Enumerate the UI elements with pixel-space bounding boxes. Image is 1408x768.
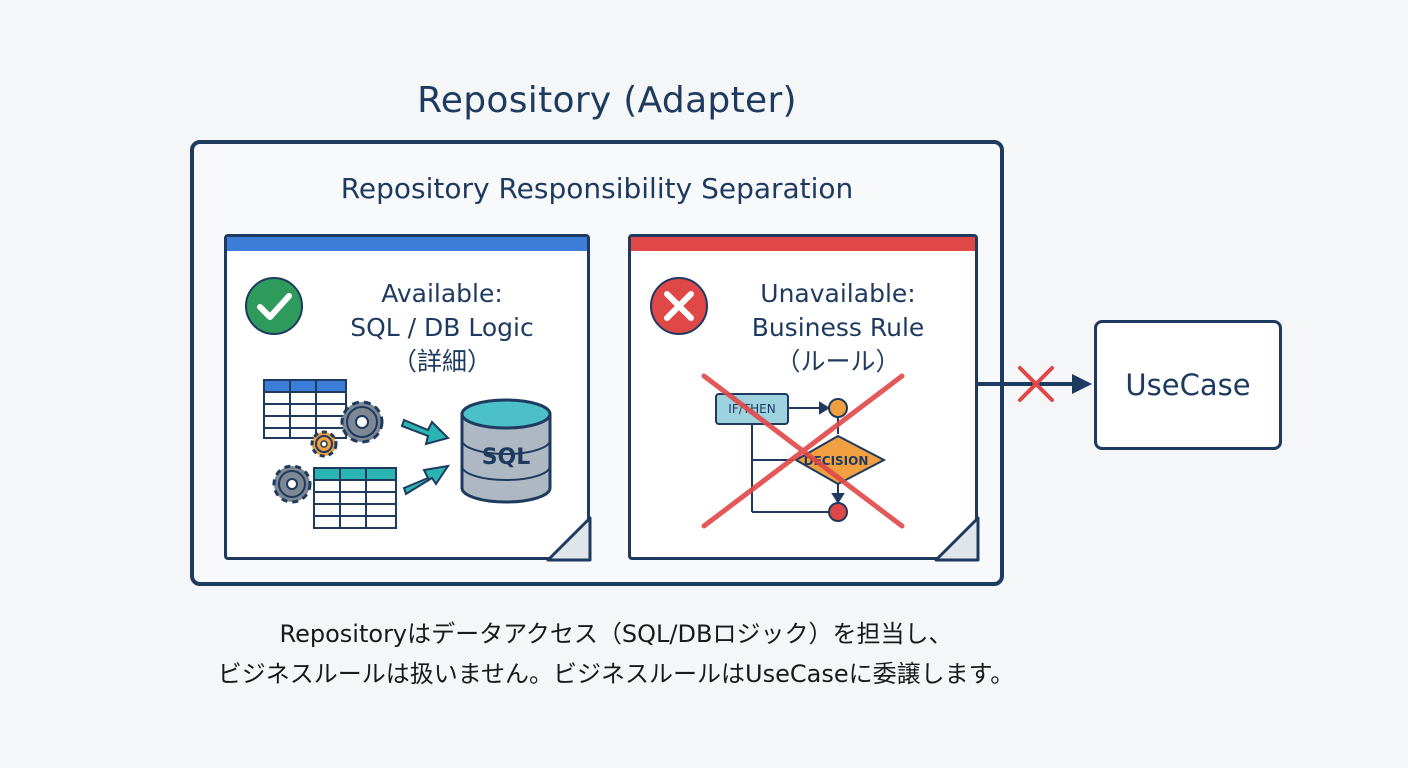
available-subject: SQL / DB Logic	[350, 313, 534, 342]
database-label: SQL	[482, 445, 531, 470]
caption-line-1: Repositoryはデータアクセス（SQL/DBロジック）を担当し、	[279, 620, 953, 648]
data-table-icon	[263, 379, 347, 439]
gear-icon	[272, 464, 312, 504]
prohibited-cross-icon	[701, 373, 905, 529]
unavailable-heading: Unavailable:	[760, 279, 916, 308]
database-icon: SQL	[460, 398, 552, 504]
unavailable-note: （ルール）	[775, 347, 901, 376]
available-folded-corner-icon	[546, 516, 592, 562]
arrow-right-icon	[402, 464, 451, 496]
gear-icon	[340, 400, 384, 444]
available-note: （詳細）	[391, 347, 492, 376]
gear-icon	[310, 430, 338, 458]
unavailable-subject: Business Rule	[751, 313, 925, 342]
unavailable-card-header-bar	[631, 237, 975, 251]
diagram-title: Repository (Adapter)	[417, 80, 797, 121]
blocked-arrow-icon	[978, 366, 1092, 402]
available-card-text: Available: SQL / DB Logic （詳細）	[297, 277, 587, 379]
caption-line-2: ビジネスルールは扱いません。ビジネスルールはUseCaseに委譲します。	[217, 660, 1015, 688]
unavailable-card: Unavailable: Business Rule （ルール）	[628, 234, 978, 560]
unavailable-card-text: Unavailable: Business Rule （ルール）	[701, 277, 975, 379]
arrow-right-icon	[400, 418, 450, 446]
check-circle-icon	[245, 277, 303, 335]
available-card: Available: SQL / DB Logic （詳細）	[224, 234, 590, 560]
usecase-box: UseCase	[1094, 320, 1282, 450]
available-heading: Available:	[381, 279, 503, 308]
caption: Repositoryはデータアクセス（SQL/DBロジック）を担当し、 ビジネス…	[0, 614, 1232, 694]
diagram-subtitle: Repository Responsibility Separation	[340, 172, 854, 205]
available-card-header-bar	[227, 237, 587, 251]
x-circle-icon	[650, 277, 708, 335]
usecase-label: UseCase	[1125, 368, 1251, 402]
unavailable-folded-corner-icon	[934, 516, 980, 562]
data-table-icon	[313, 467, 397, 529]
